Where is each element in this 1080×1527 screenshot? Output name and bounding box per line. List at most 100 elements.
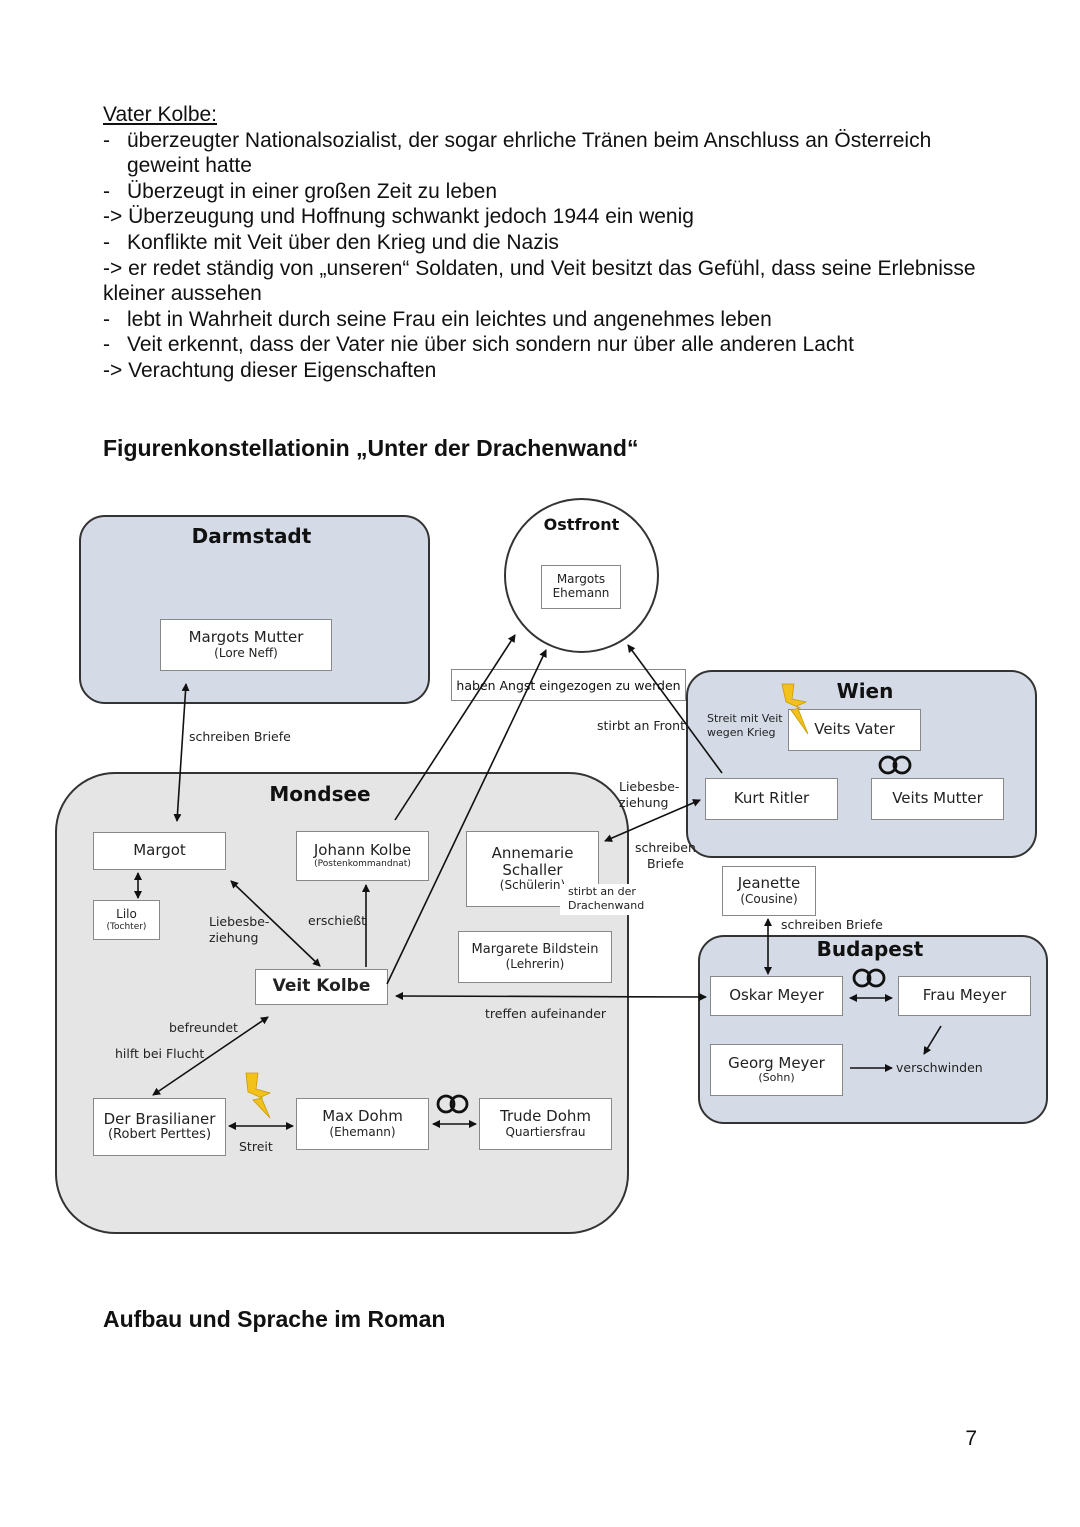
person-oskar-meyer: Oskar Meyer <box>710 976 843 1016</box>
person-name: Max Dohm <box>322 1107 403 1126</box>
person-name: Annemarie Schaller <box>491 843 574 880</box>
person-lilo: Lilo (Tochter) <box>93 900 160 940</box>
relation-schreiben-briefe-annemarie: schreiben Briefe <box>635 840 696 871</box>
bullet-dash: - <box>103 307 110 331</box>
section-title-aufbau: Aufbau und Sprache im Roman <box>103 1306 446 1332</box>
arrow-johann-ostfront <box>394 634 516 821</box>
person-jeanette: Jeanette (Cousine) <box>722 866 816 916</box>
person-name: Veits Vater <box>814 720 895 739</box>
bullet-dash: - <box>103 179 110 203</box>
person-name: Jeanette <box>737 874 801 893</box>
person-name: Margarete Bildstein <box>471 941 599 957</box>
region-ostfront <box>504 498 659 653</box>
relation-streit-veit-krieg: Streit mit Veit wegen Krieg <box>707 712 783 739</box>
notes-heading: Vater Kolbe: <box>103 103 218 126</box>
note-arrow-line: -> Verachtung dieser Eigenschaften <box>103 358 437 382</box>
arrow-veit-brasilianer <box>152 1016 269 1096</box>
note-arrow-line: -> er redet ständig von „unseren“ Soldat… <box>103 256 976 306</box>
note-bullet: -Konflikte mit Veit über den Krieg und d… <box>103 230 1003 256</box>
person-margarete-bildstein: Margarete Bildstein (Lehrerin) <box>458 931 612 983</box>
note-text: lebt in Wahrheit durch seine Frau ein le… <box>127 307 772 331</box>
person-note: (Postenkommandnat) <box>314 859 411 870</box>
region-darmstadt <box>79 515 430 704</box>
note-arrow-line: -> Überzeugung und Hoffnung schwankt jed… <box>103 205 694 229</box>
person-note: (Cousine) <box>740 891 798 906</box>
bullet-dash: - <box>103 333 110 357</box>
note-text: Konflikte mit Veit über den Krieg und di… <box>127 230 559 254</box>
person-note: Quartiersfrau <box>505 1124 586 1139</box>
person-name: Lilo <box>116 906 137 921</box>
arrow-annemarie-kurt <box>604 799 701 842</box>
arrow-margot-mutter <box>173 683 190 822</box>
relation-stirbt-drachenwand: stirbt an der Drachenwand <box>560 884 651 915</box>
page-number: 7 <box>965 1427 977 1450</box>
person-veit-kolbe: Veit Kolbe <box>255 969 388 1005</box>
region-title-darmstadt: Darmstadt <box>191 524 312 548</box>
section-title-figurenkonstellation: Figurenkonstellationin „Unter der Drache… <box>103 435 639 461</box>
arrow-veit-ostfront <box>386 649 547 985</box>
bullet-dash: - <box>103 230 110 254</box>
person-name: Margot <box>133 841 186 860</box>
person-margots-mutter: Margots Mutter (Lore Neff) <box>160 619 332 671</box>
arrow-margot-veit <box>230 880 321 967</box>
region-title-wien: Wien <box>836 679 894 703</box>
person-der-brasilianer: Der Brasilianer (Robert Perttes) <box>93 1098 226 1156</box>
region-title-ostfront: Ostfront <box>543 515 620 534</box>
arrow-veit-oskar <box>395 992 707 1001</box>
person-veits-mutter: Veits Mutter <box>871 778 1004 820</box>
person-margots-ehemann: Margots Ehemann <box>541 565 621 609</box>
person-note: (Schülerin) <box>499 878 566 893</box>
person-note: (Tochter) <box>106 921 147 932</box>
lightning-icon <box>245 1072 272 1119</box>
note-bullet: -Überzeugt in einer großen Zeit zu leben <box>103 179 1003 205</box>
person-georg-meyer: Georg Meyer (Sohn) <box>710 1044 843 1096</box>
person-name: Kurt Ritler <box>733 789 810 808</box>
note-text: Überzeugt in einer großen Zeit zu leben <box>127 179 498 203</box>
notes-lines: -überzeugter Nationalsozialist, der soga… <box>103 128 1003 384</box>
wedding-rings-icon <box>436 1094 469 1114</box>
lightning-icon <box>781 683 809 735</box>
person-margot: Margot <box>93 832 226 870</box>
person-max-dohm: Max Dohm (Ehemann) <box>296 1098 429 1150</box>
person-note: (Ehemann) <box>329 1124 396 1139</box>
relation-schreiben-briefe-jeanette: schreiben Briefe <box>781 917 883 932</box>
relation-stirbt-front: stirbt an Front <box>597 718 686 733</box>
person-note: (Lore Neff) <box>214 645 278 660</box>
region-wien <box>686 670 1037 858</box>
person-name: Georg Meyer <box>728 1054 825 1073</box>
arrow-kurt-ostfront <box>627 644 723 774</box>
note-bullet: -überzeugter Nationalsozialist, der soga… <box>103 128 1003 179</box>
relation-treffen-aufeinander: treffen aufeinander <box>485 1006 607 1021</box>
person-trude-dohm: Trude Dohm Quartiersfrau <box>479 1098 612 1150</box>
note-text: Veit erkennt, dass der Vater nie über si… <box>127 333 854 357</box>
arrow-frau-meyer-verschwinden <box>923 1025 942 1055</box>
person-name: Margots Mutter <box>188 628 304 647</box>
relation-verschwinden: verschwinden <box>896 1060 983 1075</box>
person-note: (Robert Perttes) <box>107 1127 212 1143</box>
person-name: Veits Mutter <box>892 789 983 808</box>
person-johann-kolbe: Johann Kolbe (Postenkommandnat) <box>296 831 429 881</box>
relation-streit: Streit <box>239 1139 273 1154</box>
person-note: (Lehrerin) <box>505 956 565 971</box>
bullet-dash: - <box>103 128 110 152</box>
note-bullet: -Veit erkennt, dass der Vater nie über s… <box>103 332 1003 358</box>
wedding-rings-icon <box>852 968 886 988</box>
person-name: Veit Kolbe <box>272 976 371 997</box>
note-text: überzeugter Nationalsozialist, der sogar… <box>127 128 932 178</box>
person-name: Oskar Meyer <box>729 986 824 1005</box>
person-veits-vater: Veits Vater <box>788 709 921 751</box>
person-name: Frau Meyer <box>922 986 1007 1005</box>
notes-block: Vater Kolbe: -überzeugter Nationalsozial… <box>103 102 1003 384</box>
wedding-rings-icon <box>878 755 912 775</box>
person-name: Der Brasilianer <box>103 1109 216 1128</box>
person-kurt-ritler: Kurt Ritler <box>705 778 838 820</box>
relation-erschiesst: erschießt <box>308 913 367 928</box>
person-name: Johann Kolbe <box>313 841 412 860</box>
person-frau-meyer: Frau Meyer <box>898 976 1031 1016</box>
region-title-mondsee: Mondsee <box>269 782 371 806</box>
relation-schreiben-briefe-darmstadt: schreiben Briefe <box>189 729 291 744</box>
person-name: Margots Ehemann <box>552 572 610 600</box>
person-note: (Sohn) <box>758 1071 795 1085</box>
